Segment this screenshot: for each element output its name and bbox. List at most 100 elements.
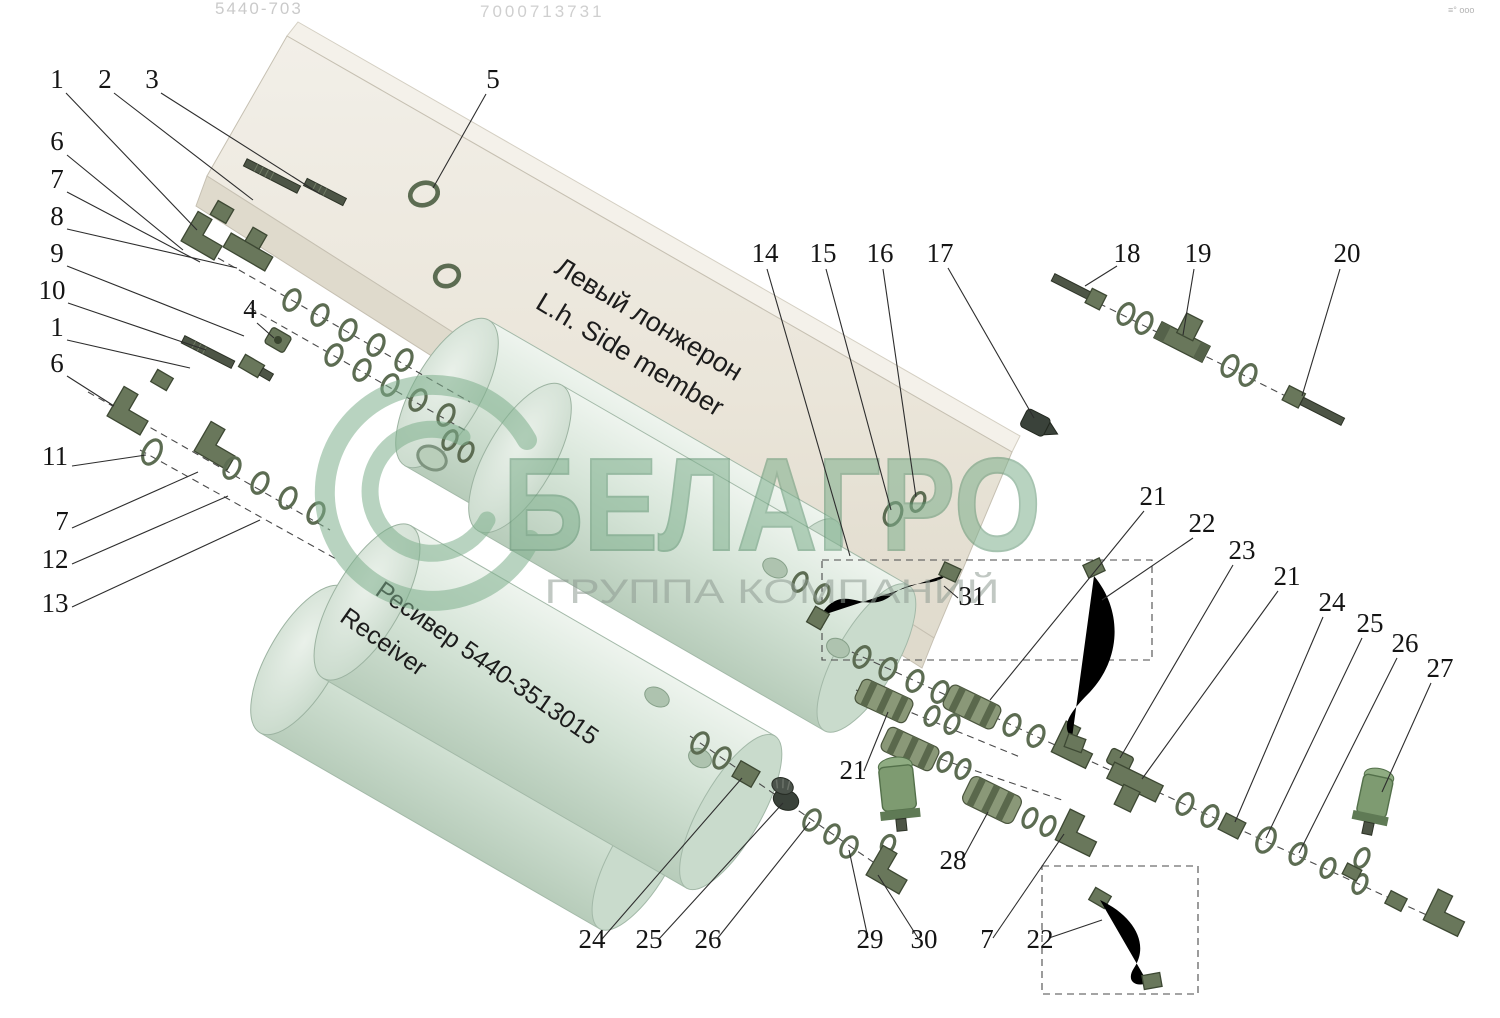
callout-label: 21 xyxy=(840,755,867,785)
connector-plug xyxy=(1020,408,1059,437)
washer-ring xyxy=(852,645,872,669)
washer-ring xyxy=(394,348,414,372)
callout-label: 29 xyxy=(857,924,884,954)
washer-ring xyxy=(278,486,298,510)
pressure-sensor xyxy=(1351,767,1395,836)
hex-nut xyxy=(1341,862,1363,882)
washer-ring xyxy=(1134,311,1154,335)
callout-label: 11 xyxy=(42,441,68,471)
callout-label: 25 xyxy=(636,924,663,954)
stud-bolt xyxy=(302,177,348,207)
flex-hose xyxy=(1066,576,1115,738)
washer-ring xyxy=(338,318,358,342)
washer-ring xyxy=(141,438,163,466)
callout-label: 6 xyxy=(50,126,64,156)
coupler-sleeve xyxy=(854,678,914,724)
washer-ring xyxy=(1021,807,1039,829)
callout-label: 9 xyxy=(50,238,64,268)
washer-ring xyxy=(878,657,898,681)
washer-ring xyxy=(936,751,954,773)
washer-ring xyxy=(823,823,841,845)
washer-ring xyxy=(1220,354,1240,378)
callout-label: 21 xyxy=(1140,481,1167,511)
receiver-cylinder xyxy=(313,523,783,891)
seal-ring xyxy=(432,263,462,289)
hose-end-fitting xyxy=(1063,732,1087,754)
callout-label: 31 xyxy=(959,581,986,611)
washer-ring xyxy=(1319,857,1337,879)
washer-ring xyxy=(1039,815,1057,837)
washer-ring xyxy=(1238,363,1258,387)
washer-ring xyxy=(222,456,242,480)
nipple-fitting xyxy=(237,353,275,382)
hex-nut xyxy=(1217,812,1247,840)
hose-end-fitting xyxy=(938,560,962,584)
seal-ring xyxy=(407,180,441,208)
hose-end-fitting xyxy=(805,605,831,631)
washer-ring xyxy=(923,705,941,727)
coupler-sleeve xyxy=(942,684,1002,730)
callout-label: 6 xyxy=(50,348,64,378)
callout-label: 24 xyxy=(579,924,607,954)
frame-fragments: 5440-703 7000713731 ≡° ooo xyxy=(215,0,1474,21)
clamp-bracket xyxy=(264,327,292,353)
top-left-part-number: 5440-703 xyxy=(215,0,303,18)
hex-nut xyxy=(1383,889,1409,913)
washer-ring xyxy=(1351,873,1369,895)
callout-label: 14 xyxy=(752,238,780,268)
washer-ring xyxy=(1353,847,1371,869)
callout-label: 16 xyxy=(867,238,894,268)
washer-ring xyxy=(954,758,972,780)
leader-lines xyxy=(65,92,1432,940)
elbow-fitting xyxy=(865,844,908,895)
hex-nut xyxy=(731,759,761,789)
callout-label: 3 xyxy=(145,64,159,94)
hex-nut xyxy=(149,368,175,392)
callout-label: 17 xyxy=(927,238,954,268)
callout-label: 22 xyxy=(1027,924,1054,954)
callout-label: 26 xyxy=(1392,628,1419,658)
receiver-port xyxy=(762,557,788,579)
hardware xyxy=(106,158,1466,991)
elbow-fitting xyxy=(106,385,149,436)
callout-label: 2 xyxy=(98,64,112,94)
hose-group-outline xyxy=(1041,865,1199,995)
washer-ring xyxy=(366,333,386,357)
callout-label: 18 xyxy=(1114,238,1141,268)
callout-label: 15 xyxy=(810,238,837,268)
watermark-logo xyxy=(314,374,540,611)
hose-end-fitting xyxy=(1141,971,1163,991)
callout-label: 8 xyxy=(50,201,64,231)
flex-hose xyxy=(820,574,948,616)
receiver-port xyxy=(826,637,850,659)
washer-ring xyxy=(802,808,822,832)
washer-ring xyxy=(791,571,809,593)
callout-label: 27 xyxy=(1427,653,1454,683)
callout-label: 1 xyxy=(50,312,64,342)
straight-fitting xyxy=(1281,384,1346,427)
washer-ring xyxy=(1175,792,1195,816)
hex-nut xyxy=(209,199,235,225)
watermark: БЕЛАГРО ГРУППА КОМПАНИЙ xyxy=(314,374,1042,611)
washer-ring xyxy=(839,835,859,859)
washer-ring xyxy=(324,343,344,367)
callout-label: 12 xyxy=(42,544,69,574)
seal-ring xyxy=(882,501,904,527)
stud-bolt xyxy=(180,335,236,369)
hose-end-fitting xyxy=(1082,556,1106,580)
callout-label: 30 xyxy=(911,924,938,954)
callout-label: 19 xyxy=(1185,238,1212,268)
callout-label: 26 xyxy=(695,924,722,954)
callout-label: 7 xyxy=(980,924,994,954)
tee-fitting xyxy=(222,226,274,272)
elbow-fitting xyxy=(1054,808,1098,858)
washer-ring xyxy=(1002,713,1022,737)
coupler-sleeve xyxy=(962,776,1022,824)
washer-ring xyxy=(352,358,372,382)
washer-ring xyxy=(1255,826,1277,854)
callout-label: 22 xyxy=(1189,508,1216,538)
callouts: 1 2 3 5 6 7 8 9 10 1 6 4 11 7 12 13 14 1… xyxy=(39,64,1454,954)
coupler-sleeve xyxy=(880,726,940,772)
